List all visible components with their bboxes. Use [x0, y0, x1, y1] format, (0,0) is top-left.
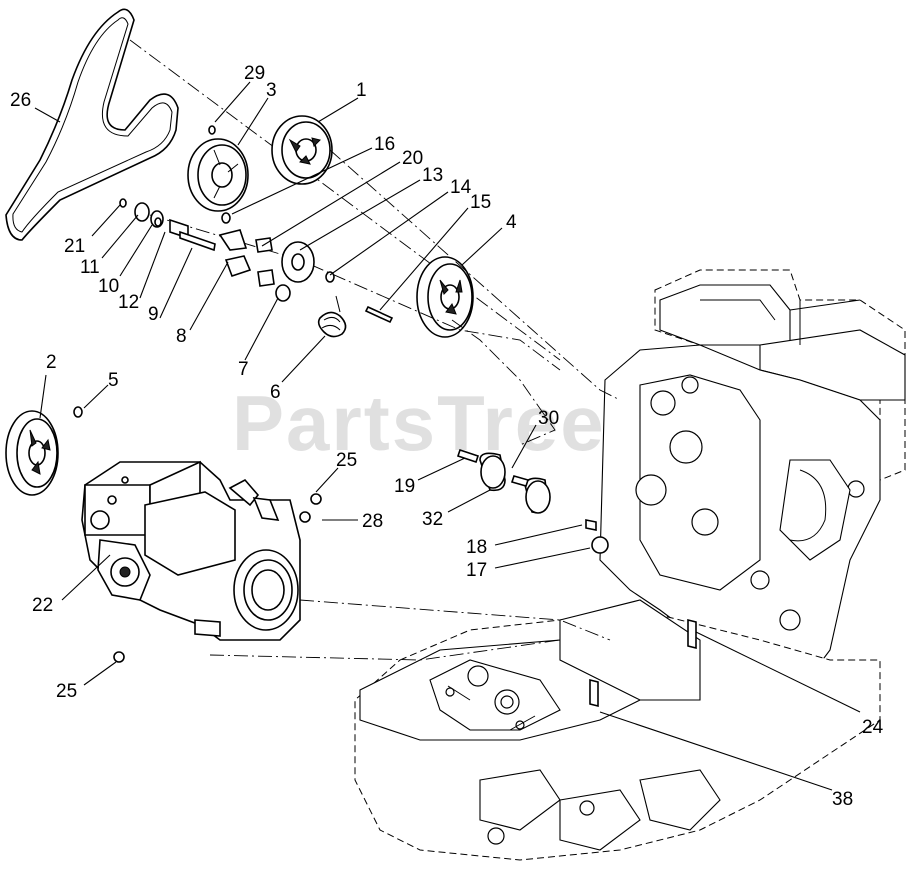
- callout-19: 19: [394, 476, 415, 497]
- belt: [5, 8, 561, 361]
- callout-17: 17: [466, 560, 487, 581]
- callout-25-upper: 25: [336, 450, 357, 471]
- callout-18: 18: [466, 537, 487, 558]
- callout-25-lower: 25: [56, 681, 77, 702]
- callout-4: 4: [506, 212, 517, 233]
- callout-21: 21: [64, 236, 85, 257]
- pulley-1: [271, 115, 333, 185]
- callout-14: 14: [450, 177, 472, 198]
- callout-7: 7: [238, 359, 249, 380]
- callout-6: 6: [270, 382, 281, 403]
- callout-11: 11: [80, 257, 100, 278]
- callout-15: 15: [470, 192, 491, 213]
- callout-8: 8: [176, 326, 187, 347]
- callout-3: 3: [266, 80, 277, 101]
- callout-13: 13: [422, 165, 443, 186]
- callout-32: 32: [422, 509, 443, 530]
- pulley-2: [5, 410, 59, 496]
- callout-12: 12: [118, 292, 139, 313]
- leader-lines: [34, 81, 861, 791]
- callout-26: 26: [10, 90, 31, 111]
- callout-1: 1: [356, 80, 367, 101]
- callout-30: 30: [538, 408, 559, 429]
- pulley-3: [187, 138, 249, 212]
- fasteners: [73, 125, 697, 708]
- callout-38: 38: [832, 789, 853, 810]
- callout-29: 29: [244, 63, 265, 84]
- watermark: PartsTree: [232, 379, 606, 467]
- callout-20: 20: [402, 148, 423, 169]
- callout-24: 24: [862, 717, 884, 738]
- engine: [81, 460, 311, 641]
- callout-2: 2: [46, 352, 57, 373]
- pulley-4: [416, 256, 474, 338]
- idler-assembly: [119, 149, 621, 401]
- callout-16: 16: [374, 134, 395, 155]
- chassis-frame: [209, 269, 906, 861]
- callout-28: 28: [362, 511, 383, 532]
- callout-labels: 26 29 3 1 16 20 13 14 15 4 21 11 10 12 9…: [10, 63, 884, 810]
- callout-22: 22: [32, 595, 53, 616]
- callout-5: 5: [108, 370, 119, 391]
- callout-9: 9: [148, 304, 159, 325]
- callout-10: 10: [98, 276, 119, 297]
